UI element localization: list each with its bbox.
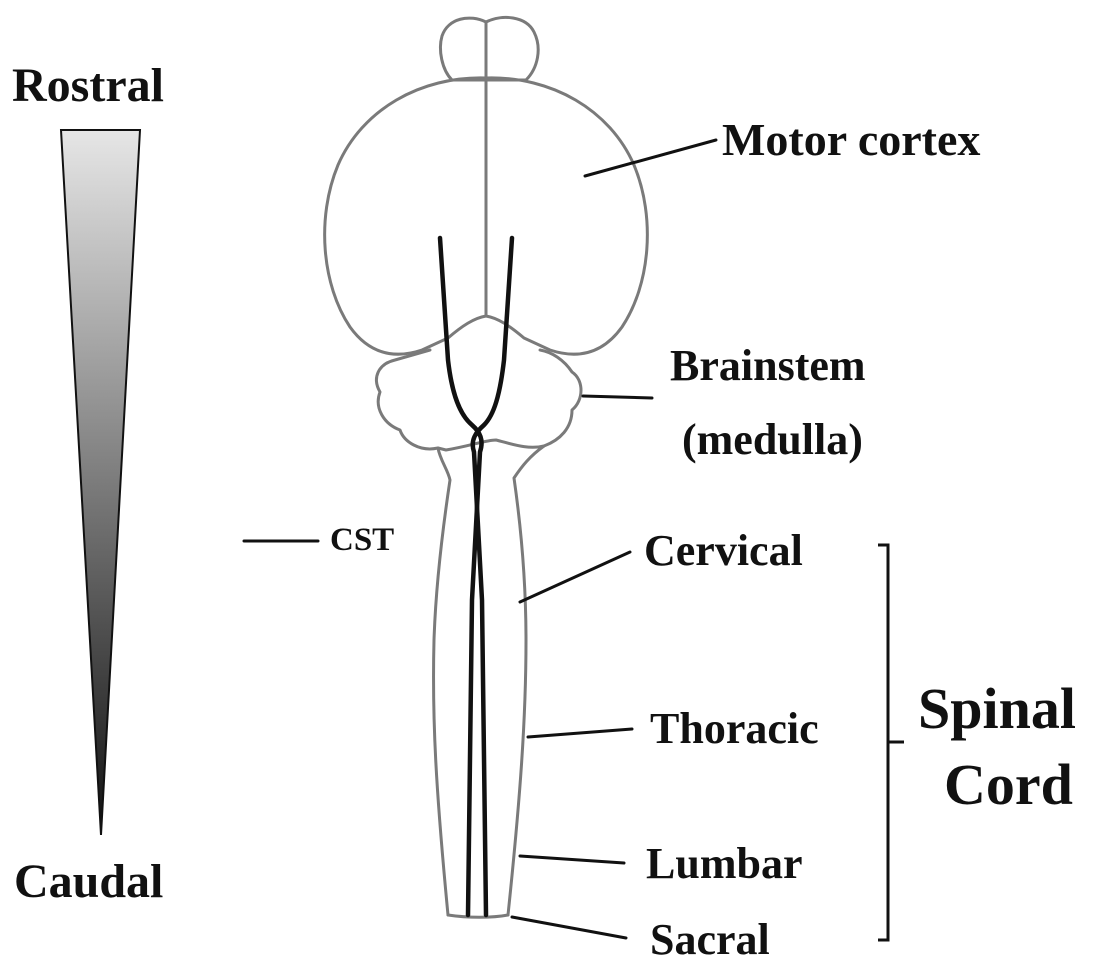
olfactory-bulb-left — [440, 18, 486, 80]
spinal-label: Spinal — [918, 680, 1076, 738]
lumbar-label: Lumbar — [646, 842, 802, 886]
motor-cortex-label: Motor cortex — [722, 117, 980, 163]
spinal-cord-bottom — [448, 915, 508, 917]
spinal-cord-right-edge — [508, 446, 544, 915]
cst-label: CST — [330, 524, 394, 557]
spinal-cord-left-edge — [434, 448, 450, 915]
rostral-caudal-gradient-wedge — [61, 130, 140, 835]
cervical-leader — [520, 552, 630, 602]
thoracic-label: Thoracic — [650, 707, 819, 751]
cst-right-fiber — [473, 238, 512, 915]
medulla-label: (medulla) — [682, 418, 863, 462]
caudal-label: Caudal — [14, 858, 163, 906]
spinal-cord-bracket — [878, 545, 904, 940]
cord-label: Cord — [944, 756, 1073, 814]
thoracic-leader — [528, 729, 632, 737]
brainstem-leader — [583, 396, 652, 398]
rostral-label: Rostral — [12, 62, 164, 110]
brainstem-label: Brainstem — [670, 344, 866, 388]
cst-left-fiber — [440, 238, 482, 915]
motor-cortex-leader — [585, 140, 716, 176]
lumbar-leader — [520, 856, 624, 863]
corticospinal-tract — [440, 238, 512, 915]
cervical-label: Cervical — [644, 529, 803, 573]
olfactory-bulb-right — [486, 17, 538, 80]
sacral-leader — [512, 917, 626, 938]
sacral-label: Sacral — [650, 918, 770, 962]
